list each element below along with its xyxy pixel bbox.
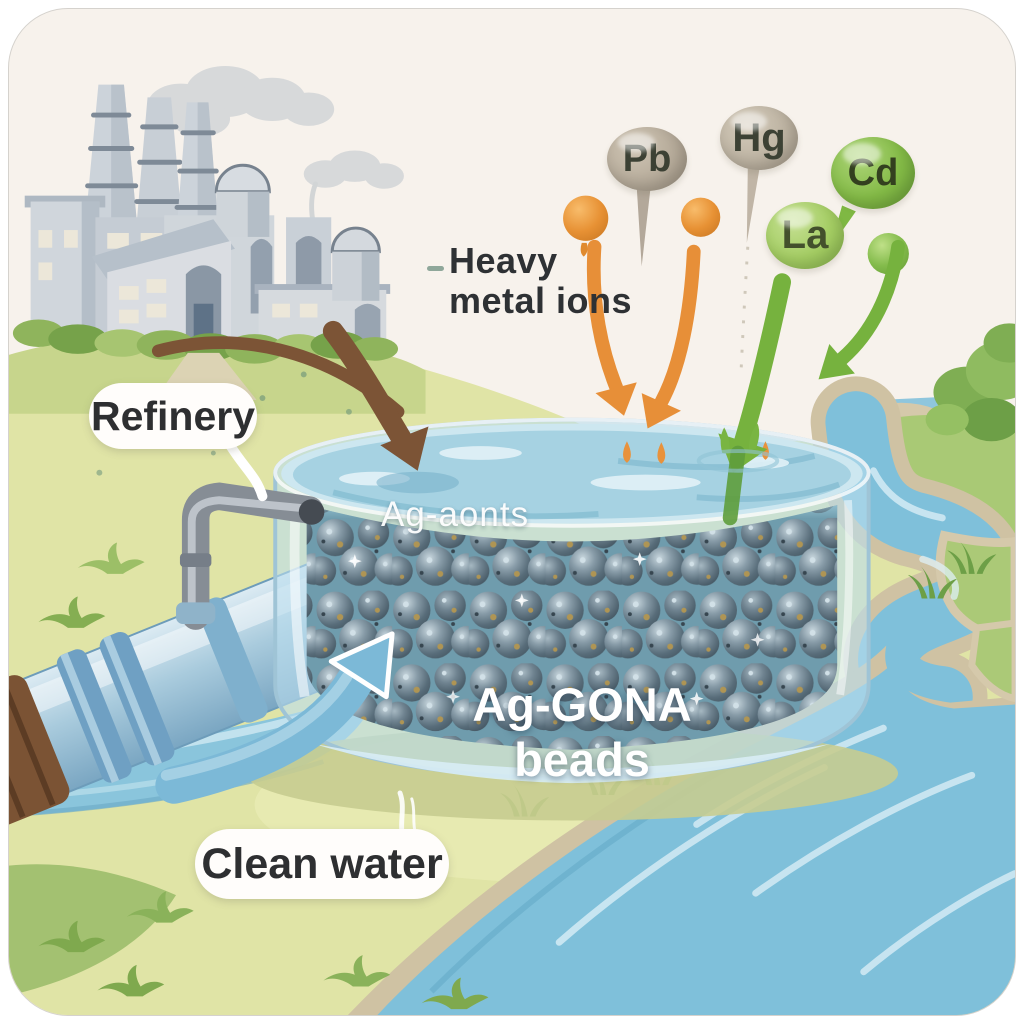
refinery-bubble-tail (225, 440, 268, 502)
beads-bed (306, 505, 838, 750)
ion-bubble-hg: Hg (720, 106, 798, 170)
ion-symbol-la: La (781, 213, 829, 257)
ion-symbol-cd: Cd (847, 151, 899, 194)
orange-ion-arrows (563, 195, 769, 464)
refinery-label-text: Refinery (90, 392, 256, 439)
factory-buildings (24, 163, 391, 347)
heavy-metal-ions-label: Heavy metal ions (449, 240, 633, 322)
ag-gona-beads-label: Ag-GONA beads (472, 678, 692, 786)
factory-illustration (12, 65, 404, 401)
refinery-label: Refinery (89, 383, 257, 449)
clean-water-label: Clean water (195, 829, 449, 899)
green-ion-arrows (696, 232, 909, 526)
ion-bubble-pb: Pb (607, 127, 687, 191)
ion-symbol-hg: Hg (732, 115, 786, 160)
leader-dash (427, 266, 444, 271)
treatment-tank (273, 417, 871, 784)
illustration-canvas: Refinery Heavy metal ions Pb Hg Cd La Ag… (8, 8, 1016, 1016)
brown-pollution-arrow (151, 320, 459, 494)
outflow-pipe (9, 561, 367, 857)
inlet-metal-pipe (176, 482, 325, 630)
ion-bubble-cd: Cd (831, 137, 915, 209)
ag-ions-watermark: Ag-aonts (381, 495, 530, 534)
blue-flow-arrow (155, 631, 395, 804)
ion-symbol-pb: Pb (622, 137, 672, 180)
clean-water-label-text: Clean water (201, 839, 443, 888)
ion-bubble-la: La (766, 202, 844, 269)
bushes-icon (925, 323, 1015, 442)
grass-tufts (9, 540, 997, 1010)
